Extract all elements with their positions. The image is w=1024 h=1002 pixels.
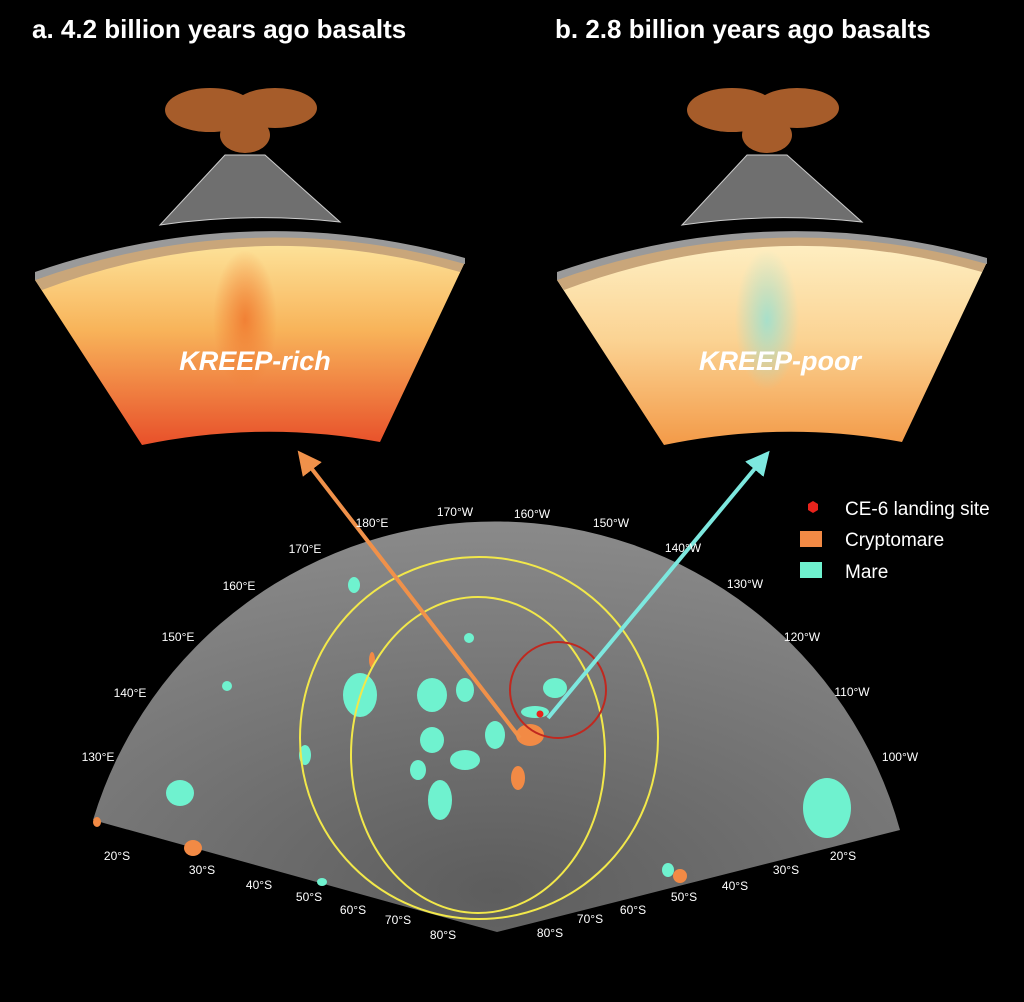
panel-b-title: b. 2.8 billion years ago basalts <box>555 14 931 44</box>
crust-layer <box>557 234 987 290</box>
lon-label: 150°E <box>162 630 195 644</box>
lon-label: 160°E <box>223 579 256 593</box>
lat-label: 50°S <box>296 890 322 904</box>
ce6-landing-site-marker <box>536 710 544 718</box>
legend: CE-6 landing site Cryptomare Mare <box>800 499 990 583</box>
lon-label: 180°E <box>356 516 389 530</box>
crust-layer <box>35 234 465 290</box>
kreep-rich-label: KREEP-rich <box>179 346 331 376</box>
latitude-labels: 20°S 30°S 40°S 50°S 60°S 70°S 80°S 80°S … <box>104 849 856 942</box>
longitude-labels: 180°E 170°W 160°W 150°W 170°E 140°W 160°… <box>82 505 919 764</box>
kreep-poor-label: KREEP-poor <box>699 346 862 376</box>
volcano-icon <box>680 154 864 226</box>
lat-label: 40°S <box>246 878 272 892</box>
lon-label: 120°W <box>784 630 821 644</box>
eruption-cloud-icon <box>687 88 839 153</box>
panel-a-cross-section: KREEP-rich <box>35 88 465 445</box>
magma-plume <box>213 250 277 390</box>
volcano-icon <box>158 154 342 226</box>
cryptomare-swatch-icon <box>800 531 822 547</box>
lat-label: 70°S <box>577 912 603 926</box>
lon-label: 150°W <box>593 516 630 530</box>
lat-label: 60°S <box>620 903 646 917</box>
eruption-cloud-icon <box>165 88 317 153</box>
lat-label: 30°S <box>773 863 799 877</box>
lat-label: 80°S <box>430 928 456 942</box>
lon-label: 160°W <box>514 507 551 521</box>
lunar-map <box>93 521 900 932</box>
panel-a-title: a. 4.2 billion years ago basalts <box>32 14 406 44</box>
mare-patches <box>166 577 851 886</box>
lon-label: 170°W <box>437 505 474 519</box>
lon-label: 140°E <box>114 686 147 700</box>
landing-region-circle <box>509 641 607 739</box>
lon-label: 130°W <box>727 577 764 591</box>
inner-basin-ring <box>350 596 606 914</box>
panel-b-cross-section: KREEP-poor <box>557 88 987 445</box>
lat-label: 80°S <box>537 926 563 940</box>
legend-label-cryptomare: Cryptomare <box>845 530 944 551</box>
legend-label-landing-site: CE-6 landing site <box>845 499 990 520</box>
lon-label: 140°W <box>665 541 702 555</box>
lat-label: 30°S <box>189 863 215 877</box>
lat-label: 50°S <box>671 890 697 904</box>
magma-plume <box>735 250 799 390</box>
lat-label: 70°S <box>385 913 411 927</box>
lon-label: 100°W <box>882 750 919 764</box>
cryptomare-patches <box>93 652 687 883</box>
lon-label: 110°W <box>834 685 870 699</box>
lon-label: 130°E <box>82 750 115 764</box>
lat-label: 20°S <box>830 849 856 863</box>
arrow-to-panel-b <box>546 450 770 720</box>
outer-basin-ring <box>299 556 659 920</box>
lon-label: 170°E <box>289 542 322 556</box>
legend-label-mare: Mare <box>845 562 888 583</box>
lat-label: 40°S <box>722 879 748 893</box>
mare-swatch-icon <box>800 562 822 578</box>
lat-label: 20°S <box>104 849 130 863</box>
lat-label: 60°S <box>340 903 366 917</box>
arrow-to-panel-a <box>297 450 522 740</box>
hexagon-marker-icon <box>808 501 818 513</box>
